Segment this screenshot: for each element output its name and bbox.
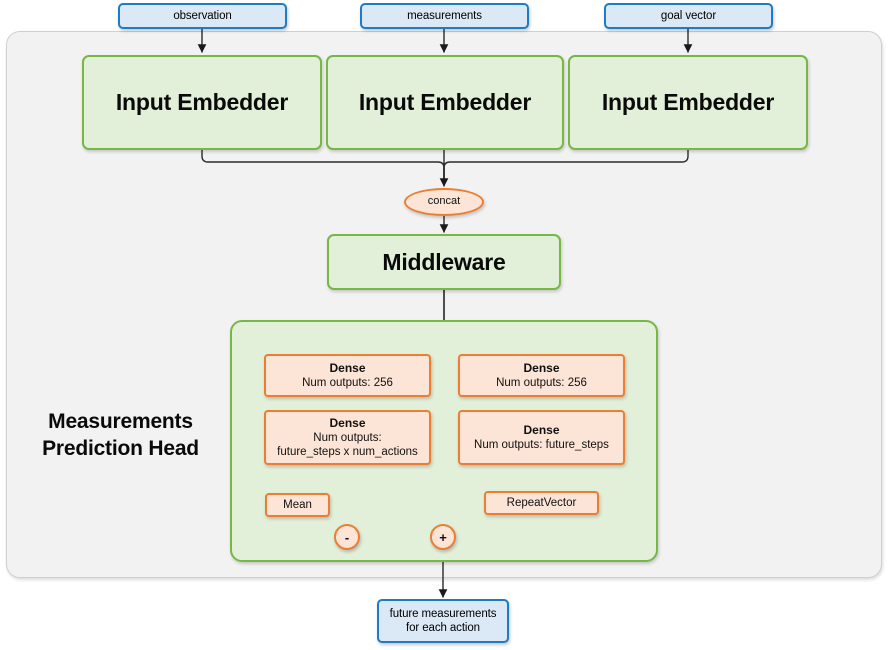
measurements-prediction-head-label: Measurements Prediction Head (18, 408, 223, 463)
input-embedder-3[interactable]: Input Embedder (568, 55, 808, 150)
input-box-measurements[interactable]: measurements (360, 3, 529, 29)
left-dense-2-sub-line1: Num outputs: (313, 431, 382, 444)
output-label-line2: for each action (406, 622, 480, 634)
head-label-line1: Measurements (48, 410, 193, 433)
input-box-goal-vector[interactable]: goal vector (604, 3, 773, 29)
input-embedder-2[interactable]: Input Embedder (326, 55, 564, 150)
middleware-node[interactable]: Middleware (327, 234, 561, 290)
input-box-observation[interactable]: observation (118, 3, 287, 29)
left-dense-2-title: Dense (329, 415, 366, 430)
right-dense-2-title: Dense (523, 422, 560, 437)
left-dense-2-sub-line2: future_steps x num_actions (277, 446, 418, 458)
left-dense-1-sub: Num outputs: 256 (302, 376, 393, 389)
input-embedder-2-label: Input Embedder (358, 89, 532, 116)
right-dense-2-sub: Num outputs: future_steps (474, 438, 609, 451)
add-node[interactable]: + (430, 524, 456, 550)
repeat-vector-label: RepeatVector (506, 496, 577, 509)
left-dense-1-title: Dense (329, 360, 366, 375)
right-dense-2[interactable]: Dense Num outputs: future_steps (458, 410, 625, 465)
input-label-goal-vector: goal vector (660, 9, 717, 22)
input-label-measurements: measurements (407, 9, 482, 22)
concat-label: concat (427, 195, 461, 208)
right-dense-1[interactable]: Dense Num outputs: 256 (458, 354, 625, 397)
subtract-node[interactable]: - (334, 524, 360, 550)
mean-label: Mean (283, 498, 312, 511)
output-label-line1: future measurements (389, 607, 497, 620)
left-dense-2[interactable]: Dense Num outputs: future_steps x num_ac… (264, 410, 431, 465)
subtract-label: - (344, 529, 350, 545)
left-dense-1[interactable]: Dense Num outputs: 256 (264, 354, 431, 397)
repeat-vector-node[interactable]: RepeatVector (484, 491, 599, 515)
head-label-line2: Prediction Head (42, 437, 199, 461)
right-dense-1-sub: Num outputs: 256 (496, 376, 587, 389)
right-dense-1-title: Dense (523, 360, 560, 375)
input-embedder-3-label: Input Embedder (601, 89, 775, 116)
input-embedder-1[interactable]: Input Embedder (82, 55, 322, 150)
input-embedder-1-label: Input Embedder (115, 89, 289, 116)
middleware-label: Middleware (382, 248, 506, 275)
input-label-observation: observation (173, 9, 232, 22)
mean-node[interactable]: Mean (265, 493, 330, 517)
concat-node[interactable]: concat (404, 188, 484, 216)
add-label: + (439, 529, 447, 545)
output-box-future-measurements[interactable]: future measurements for each action (377, 599, 509, 643)
